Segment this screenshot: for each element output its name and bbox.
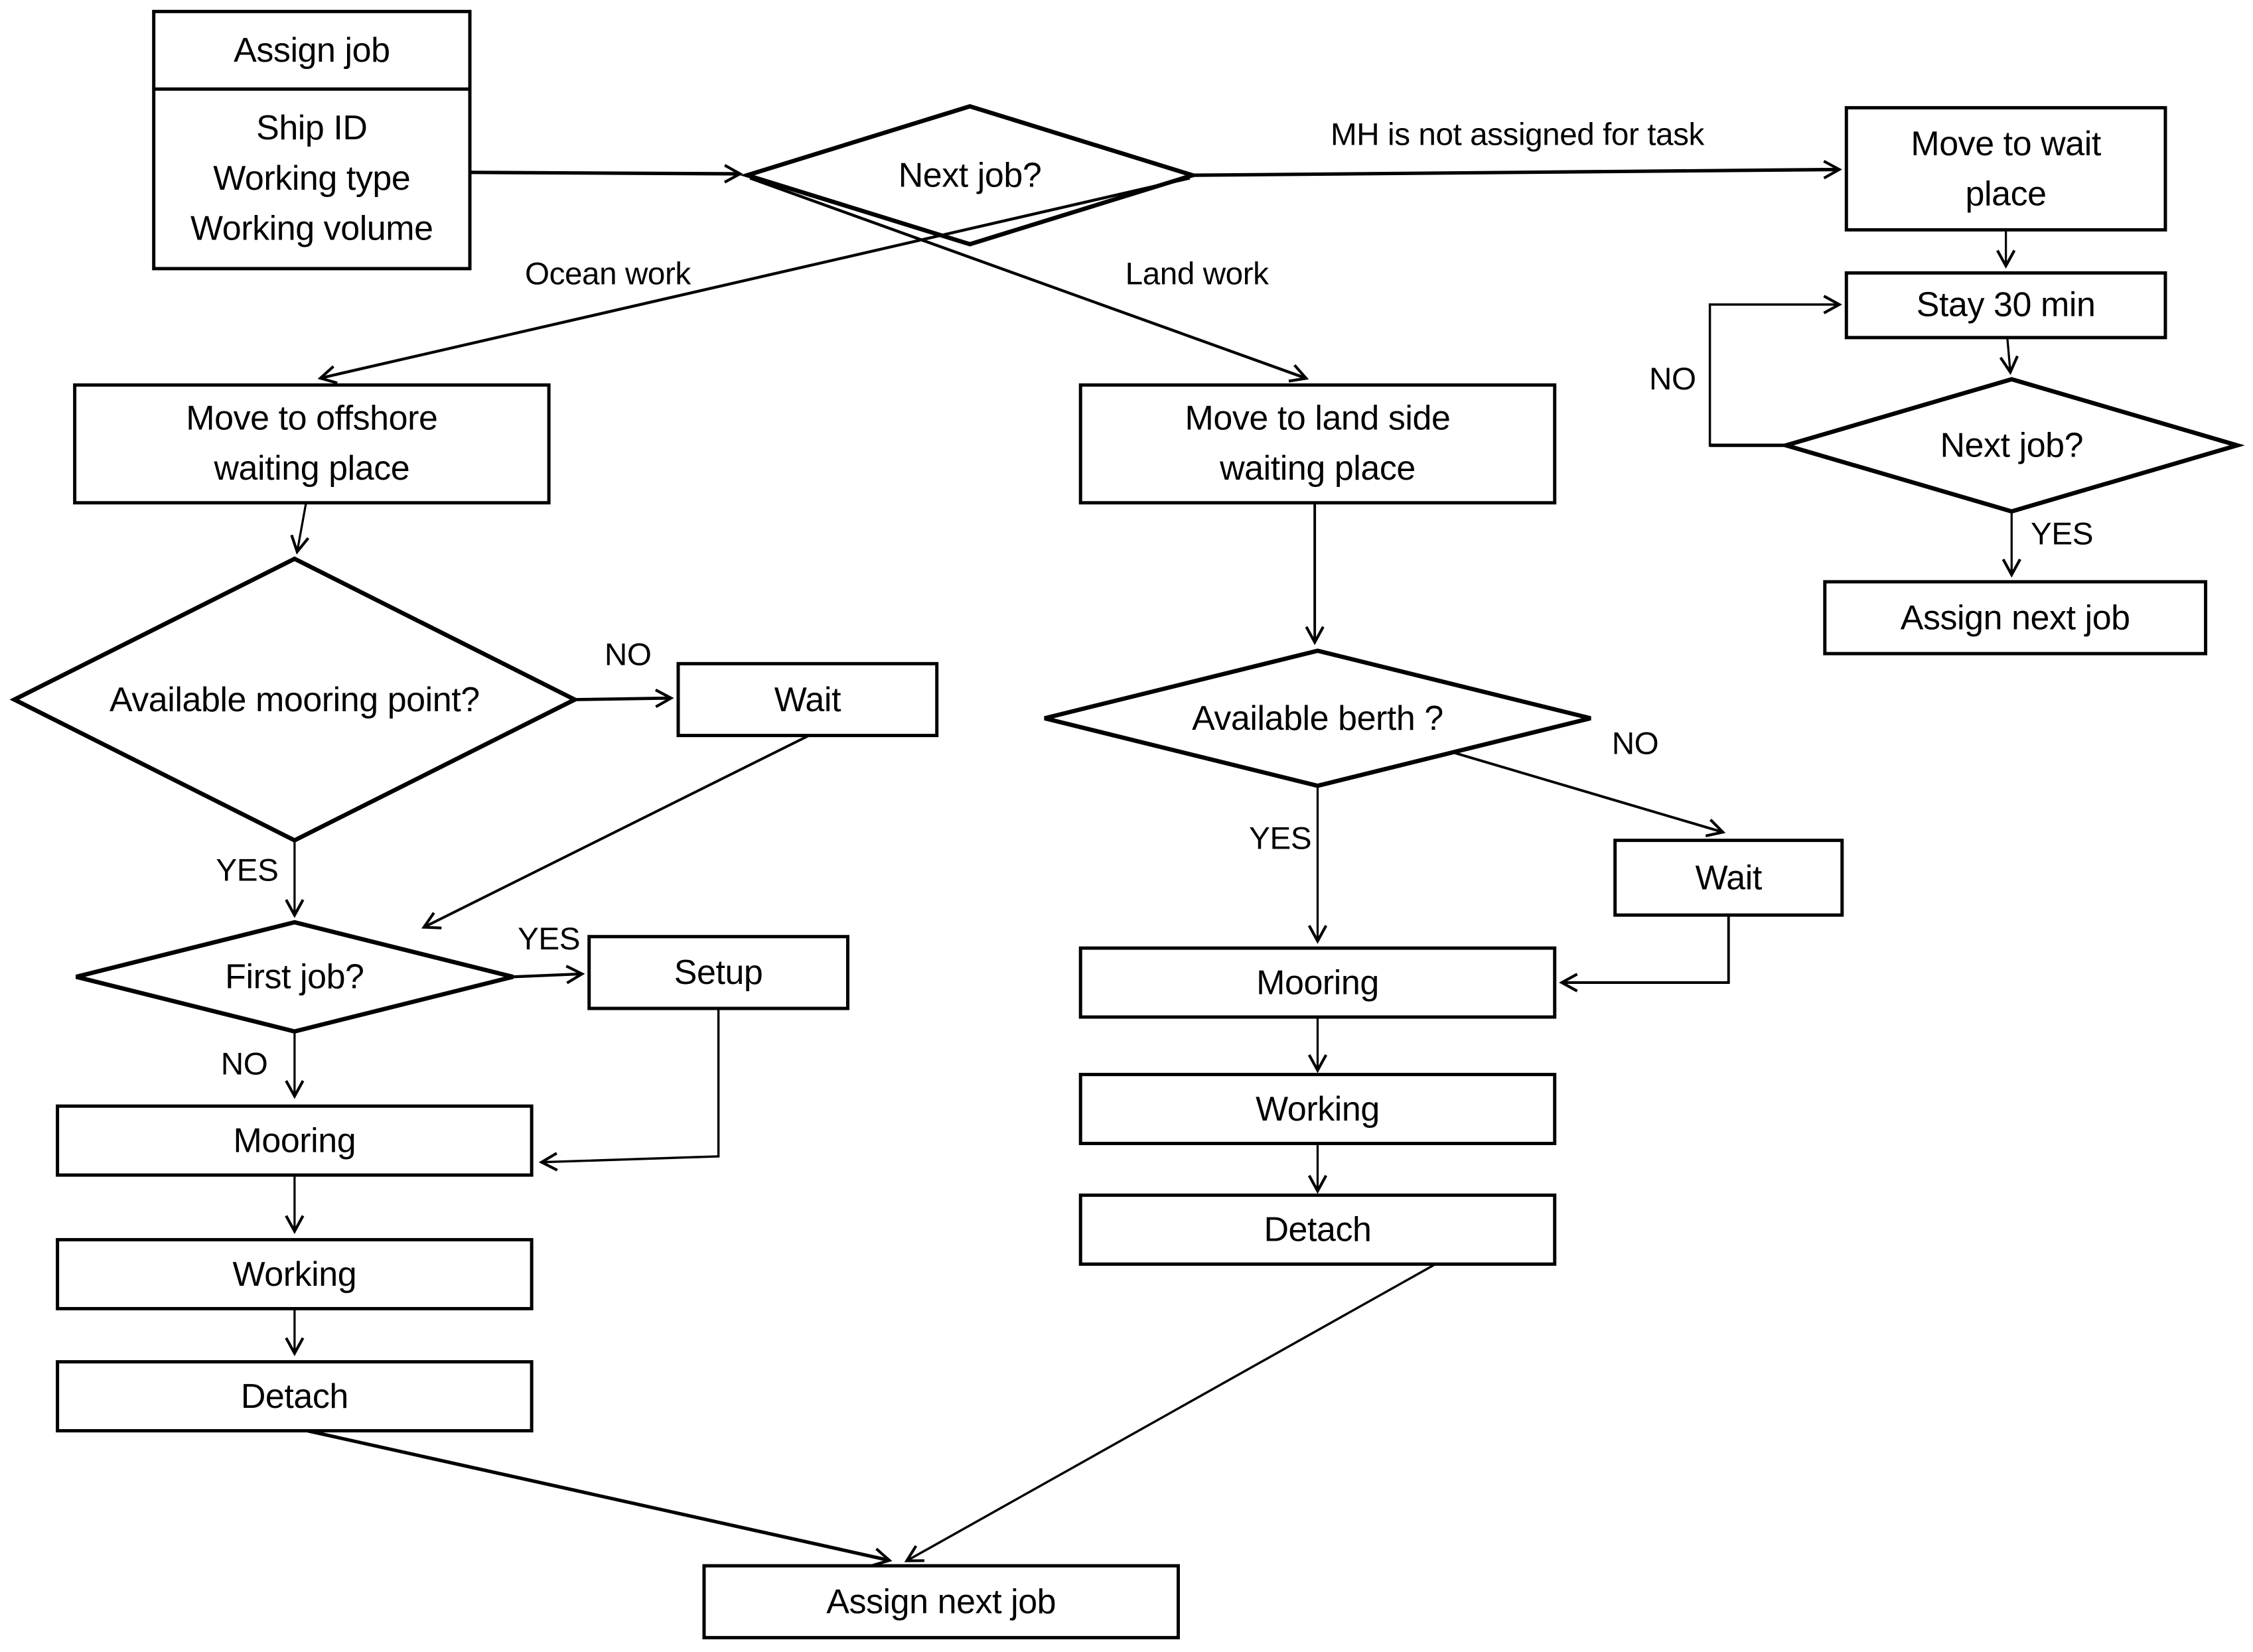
move-to-land-label: Move to land side waiting place xyxy=(1185,399,1451,489)
wait-offshore-box xyxy=(676,661,939,738)
arrow-detach-land-to-assignnext xyxy=(904,1263,1436,1562)
mooring-offshore-label: Mooring xyxy=(233,1121,356,1160)
wait-land-box xyxy=(1613,839,1844,917)
detach-land-box xyxy=(1078,1193,1557,1266)
working-offshore-label: Working xyxy=(232,1255,357,1294)
working-offshore-box xyxy=(56,1238,534,1310)
arrow-nextjob-to-waitplace xyxy=(1193,160,1842,180)
detach-offshore-label: Detach xyxy=(240,1377,348,1416)
available-berth-label: Available berth ? xyxy=(1192,699,1443,738)
arrow-firstjob-yes-to-setup xyxy=(512,965,585,985)
stay-30-min-label: Stay 30 min xyxy=(1916,285,2096,325)
arrow-oceanwork-branch xyxy=(317,176,1191,385)
working-land-label: Working xyxy=(1256,1089,1380,1129)
arrow-stay30-to-nextjob2 xyxy=(1999,337,2019,376)
mooring-land-box xyxy=(1078,946,1557,1019)
first-job-decision-shape xyxy=(75,920,514,1034)
move-to-wait-place-label: Move to wait place xyxy=(1911,124,2101,214)
assign-job-title: Assign job xyxy=(234,31,390,70)
yes-label-berth: YES xyxy=(1249,820,1312,857)
wait-offshore-label: Wait xyxy=(774,680,841,719)
first-job-decision-label: First job? xyxy=(225,957,364,997)
assign-next-job-bottom-label: Assign next job xyxy=(826,1582,1056,1621)
no-label-nextjob2: NO xyxy=(1648,360,1696,397)
assign-job-details: Ship ID Working type Working volume xyxy=(190,109,433,249)
next-job-2-decision-label: Next job? xyxy=(1940,425,2084,465)
next-job-2-decision-shape xyxy=(1778,377,2245,514)
next-job-decision-shape xyxy=(739,103,1200,247)
working-land-box xyxy=(1078,1073,1557,1145)
arrow-berth-no-to-wait xyxy=(1453,751,1726,838)
no-label-mooringpoint: NO xyxy=(604,636,652,673)
arrow-offshore-to-mooringpoint xyxy=(290,502,310,555)
mh-not-assigned-label: MH is not assigned for task xyxy=(1331,116,1704,153)
move-to-offshore-box xyxy=(73,383,551,505)
arrow-landwork-branch xyxy=(749,176,1309,383)
assign-next-job-right-label: Assign next job xyxy=(1900,598,2130,638)
move-to-offshore-label: Move to offshore waiting place xyxy=(186,399,438,489)
arrow-no-loop-to-stay30 xyxy=(1708,295,1842,447)
yes-label-firstjob: YES xyxy=(518,920,581,957)
setup-box xyxy=(587,935,849,1010)
land-work-label: Land work xyxy=(1125,255,1269,292)
assign-job-box xyxy=(152,9,472,271)
available-mooring-label: Available mooring point? xyxy=(109,680,480,719)
arrow-detach-offshore-to-assignnext xyxy=(307,1429,893,1567)
mooring-land-label: Mooring xyxy=(1256,963,1379,1002)
no-label-firstjob: NO xyxy=(220,1046,268,1082)
arrow-waitland-to-mooring xyxy=(1559,915,1730,993)
setup-label: Setup xyxy=(674,953,763,993)
yes-label-nextjob2: YES xyxy=(2031,516,2094,552)
arrow-assignjob-to-nextjob xyxy=(470,164,743,184)
next-job-decision-label: Next job? xyxy=(898,155,1042,195)
no-label-berth: NO xyxy=(1611,725,1659,762)
detach-offshore-box xyxy=(56,1360,534,1433)
arrow-wait-to-firstjob xyxy=(421,734,810,929)
wait-land-label: Wait xyxy=(1695,858,1763,898)
ocean-work-label: Ocean work xyxy=(524,255,691,292)
arrow-mooringpoint-no-to-wait xyxy=(575,689,674,709)
move-to-land-box xyxy=(1078,383,1557,505)
detach-land-label: Detach xyxy=(1264,1210,1372,1249)
yes-label-mooringpoint: YES xyxy=(216,851,279,888)
available-berth-decision-shape xyxy=(1044,648,1591,788)
stay-30-min-box xyxy=(1844,271,2167,340)
arrow-setup-to-mooring xyxy=(538,1008,720,1172)
move-to-wait-place-box xyxy=(1844,105,2167,232)
assign-next-job-bottom-box xyxy=(702,1564,1180,1639)
mooring-offshore-box xyxy=(56,1104,534,1177)
assign-next-job-right-box xyxy=(1823,580,2208,655)
